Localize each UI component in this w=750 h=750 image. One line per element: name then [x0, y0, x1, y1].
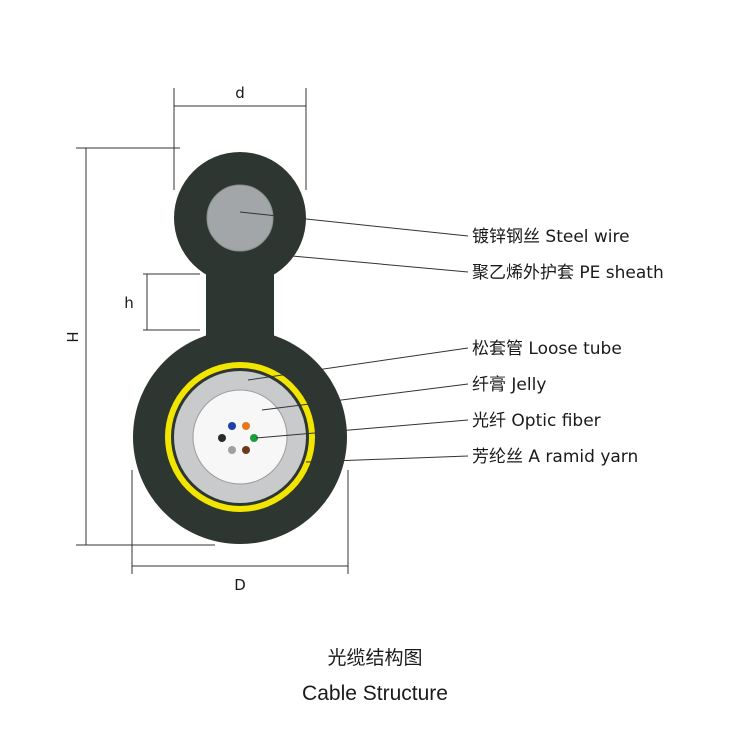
- leader-jelly: [261, 383, 469, 411]
- jelly: [192, 389, 288, 485]
- dimension-d: [173, 88, 307, 190]
- aramid-yarn-ring: [165, 362, 315, 512]
- optic-fiber-green: [250, 434, 258, 442]
- dimension-h: [143, 273, 200, 331]
- optic-fiber-blue: [228, 422, 236, 430]
- leader-optic-fiber: [255, 419, 469, 439]
- leader-loose-tube: [247, 347, 469, 381]
- callout-aramid-yarn: 芳纶丝 A ramid yarn: [472, 447, 638, 467]
- caption-chinese: 光缆结构图: [327, 647, 423, 669]
- optic-fiber-orange: [242, 422, 250, 430]
- callout-loose-tube: 松套管 Loose tube: [472, 339, 622, 359]
- caption-english: Cable Structure: [302, 682, 448, 705]
- leader-steel-wire: [239, 211, 469, 237]
- steel-wire: [206, 184, 274, 252]
- dimension-H: [76, 147, 215, 546]
- callout-steel-wire: 镀锌钢丝 Steel wire: [472, 227, 630, 247]
- dimension-H-label: H: [63, 331, 81, 342]
- dimension-D-label: D: [234, 576, 246, 594]
- leader-aramid-yarn: [305, 455, 469, 463]
- callout-optic-fiber: 光纤 Optic fiber: [472, 411, 601, 431]
- dimension-h-label: h: [124, 294, 134, 312]
- optic-fiber-brown: [242, 446, 250, 454]
- optic-fiber-black: [218, 434, 226, 442]
- leader-pe-sheath: [269, 253, 469, 273]
- dimension-D: [131, 470, 349, 574]
- callout-jelly: 纤膏 Jelly: [472, 374, 546, 395]
- callout-pe-sheath: 聚乙烯外护套 PE sheath: [472, 263, 664, 283]
- optic-fiber-gray: [228, 446, 236, 454]
- dimension-d-label: d: [235, 84, 245, 102]
